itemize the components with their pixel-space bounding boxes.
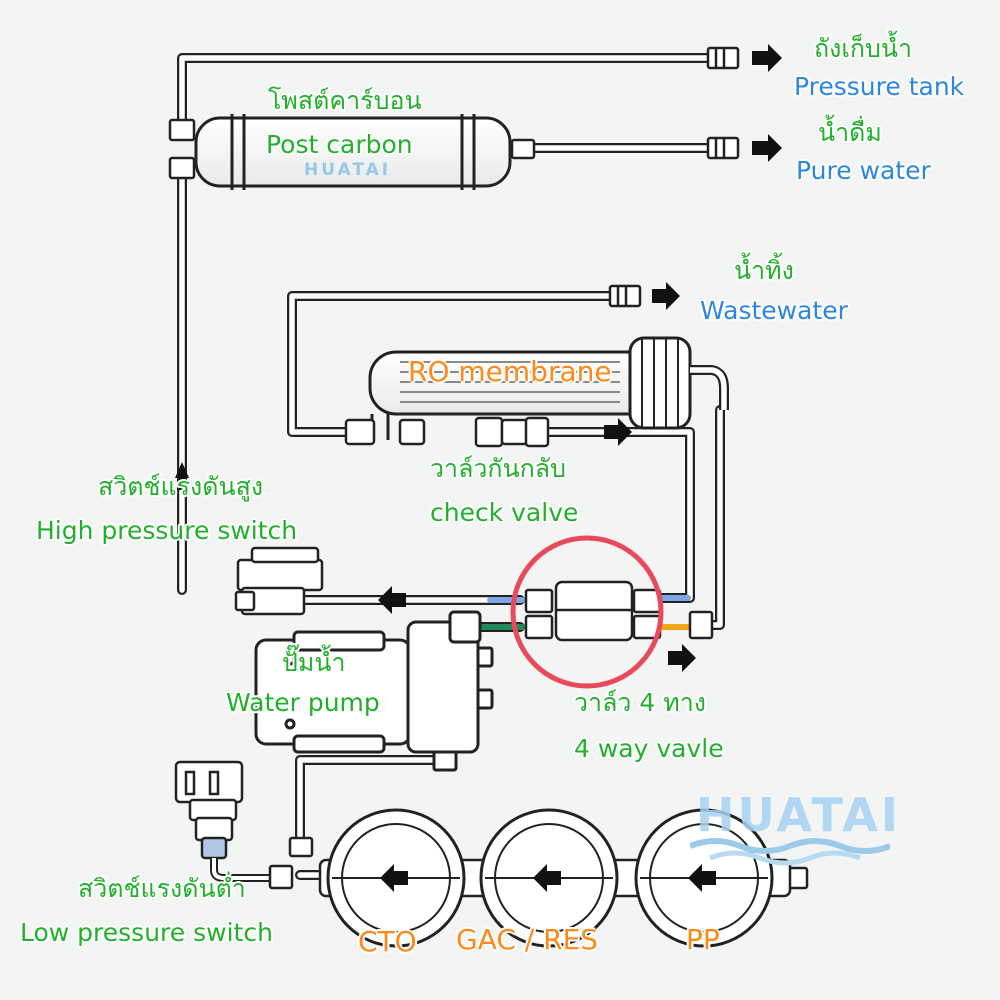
- pure-water-label-th: น้ำดื่ม: [818, 118, 882, 147]
- arrow-icon: [380, 864, 408, 892]
- four-way-valve-label-th: วาล์ว 4 ทาง: [574, 688, 706, 717]
- check-valve-label-th: วาล์วกันกลับ: [430, 454, 566, 483]
- prefilter-housings: [318, 808, 792, 948]
- arrow-icon: [752, 134, 782, 162]
- high-pressure-switch-label-en: High pressure switch: [36, 516, 298, 545]
- pressure-tank-label-th: ถังเก็บน้ำ: [814, 34, 913, 63]
- high-pressure-switch: [234, 546, 324, 616]
- gac-housing: [479, 808, 619, 948]
- water-pump: [254, 610, 494, 772]
- arrow-icon: [752, 44, 782, 72]
- post-carbon-filter: [194, 114, 512, 190]
- four-way-valve: [524, 580, 714, 642]
- water-pump-label-th: ปั๊มน้ำ: [282, 648, 346, 677]
- check-valve-label-en: check valve: [430, 498, 579, 527]
- check-valve: [344, 416, 550, 448]
- ro-membrane-label: RO membrane: [408, 355, 612, 388]
- pure-water-label-en: Pure water: [796, 156, 931, 185]
- arrow-icon: [688, 864, 716, 892]
- pp-label: PP: [686, 923, 720, 956]
- arrow-icon: [604, 418, 632, 446]
- highlight-circle: [510, 535, 664, 689]
- four-way-valve-label-en: 4 way vavle: [574, 734, 724, 763]
- post-carbon-label-th: โพสต์คาร์บอน: [268, 86, 422, 115]
- low-pressure-switch: [174, 760, 294, 890]
- arrow-icon: [378, 586, 406, 614]
- watermark-small: HUATAI: [304, 160, 392, 180]
- arrow-icon: [668, 644, 696, 672]
- gac-res-label: GAC / RES: [456, 923, 599, 956]
- high-pressure-switch-label-th: สวิตช์แรงดันสูง: [98, 472, 264, 501]
- cto-label: CTO: [358, 925, 417, 958]
- pressure-tank-label-en: Pressure tank: [794, 72, 965, 101]
- watermark-wave-icon: [690, 838, 890, 866]
- arrow-icon: [652, 282, 680, 310]
- ro-membrane: [368, 336, 729, 440]
- outlet-fittings: [168, 46, 809, 890]
- water-pump-label-en: Water pump: [226, 688, 380, 717]
- arrow-icon: [175, 462, 189, 490]
- tubing: [177, 53, 805, 883]
- low-pressure-switch-label-en: Low pressure switch: [20, 918, 273, 947]
- low-pressure-switch-label-th: สวิตช์แรงดันต่ำ: [78, 874, 246, 903]
- watermark-large: HUATAI: [696, 788, 901, 842]
- wastewater-label-th: น้ำทิ้ง: [734, 256, 794, 285]
- wastewater-label-en: Wastewater: [700, 296, 848, 325]
- post-carbon-label-en: Post carbon: [266, 130, 413, 159]
- arrow-icon: [533, 864, 561, 892]
- flow-arrows: [175, 44, 782, 672]
